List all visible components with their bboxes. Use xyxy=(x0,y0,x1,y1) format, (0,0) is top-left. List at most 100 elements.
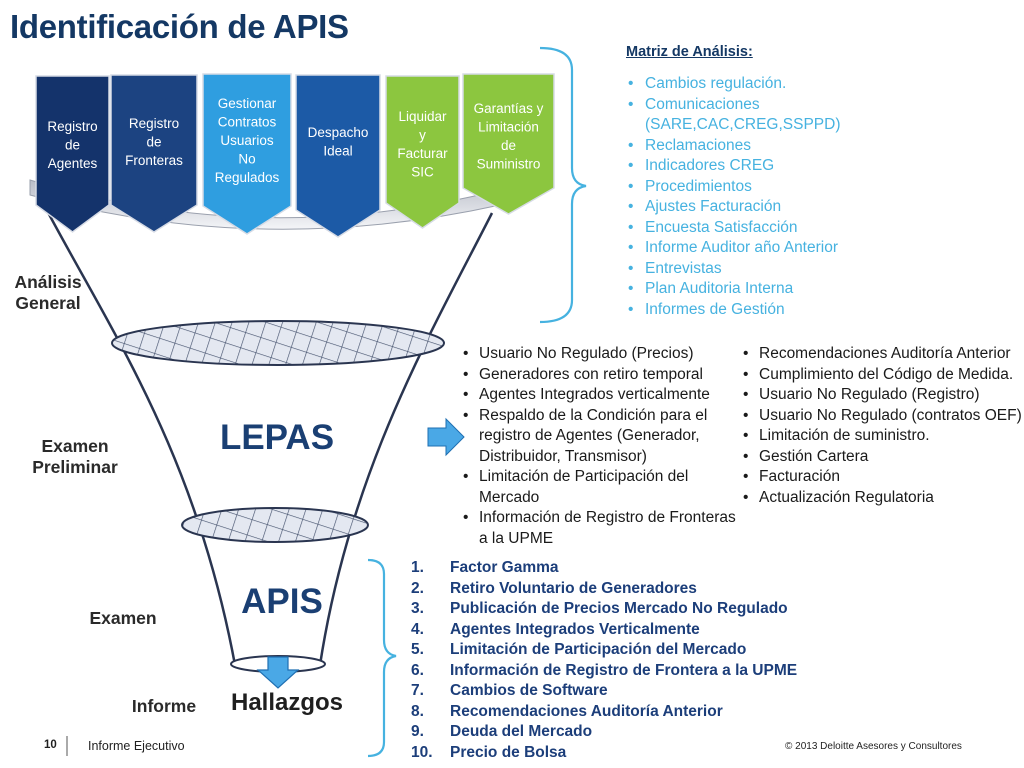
preliminary-item: Respaldo de la Condición para el registr… xyxy=(461,406,736,468)
module-label-line: Usuarios xyxy=(220,133,274,148)
preliminary-item: Limitación de Participación del Mercado xyxy=(461,467,736,508)
finding-item: 5. Limitación de Participación del Mercad… xyxy=(411,640,797,661)
finding-number: 9. xyxy=(411,723,424,740)
finding-text: Cambios de Software xyxy=(450,682,608,699)
preliminary-item: Usuario No Regulado (Registro) xyxy=(741,385,1024,406)
preliminary-item: Información de Registro de Fronteras a l… xyxy=(461,508,736,549)
module-label-line: Contratos xyxy=(218,115,277,130)
stage-informe: Informe xyxy=(131,696,197,716)
module-label-line: Limitación xyxy=(478,120,539,135)
finding-text: Factor Gamma xyxy=(450,559,559,576)
matrix-item: Indicadores CREG xyxy=(626,156,1006,177)
finding-number: 10. xyxy=(411,743,433,761)
finding-number: 6. xyxy=(411,661,424,679)
finding-text: Retiro Voluntario de Generadores xyxy=(450,579,697,597)
finding-text: Deuda del Mercado xyxy=(450,723,593,740)
finding-text: Limitación de Participación del Mercado xyxy=(450,641,747,658)
preliminary-item: Agentes Integrados verticalmente xyxy=(461,385,736,406)
findings-list: 1. Factor Gamma 2. Retiro Voluntario de Ge… xyxy=(411,558,797,763)
funnel-label-hallazgos: Hallazgos xyxy=(230,689,344,716)
funnel-right-side xyxy=(318,212,494,666)
page-number: 10 xyxy=(44,739,57,751)
preliminary-item: Limitación de suministro. xyxy=(741,426,1024,447)
preliminary-item: Actualización Regulatoria xyxy=(741,488,1024,509)
preliminary-item: Recomendaciones Auditoría Anterior xyxy=(741,344,1024,365)
finding-item: 7. Cambios de Software xyxy=(411,681,797,702)
stage-analisis-general: Análisis General xyxy=(14,272,82,313)
matrix-item: Entrevistas xyxy=(626,259,1006,280)
module-label-line: Liquidar xyxy=(398,109,447,124)
matrix-item: Informe Auditor año Anterior xyxy=(626,238,1006,259)
module-label-line: y xyxy=(419,128,426,143)
finding-item: 9. Deuda del Mercado xyxy=(411,722,797,743)
finding-item: 3.Publicación de Precios Mercado No Regu… xyxy=(411,599,797,620)
matrix-list: Cambios regulación. Comunicaciones (SARE… xyxy=(626,74,1006,320)
footer-title: Informe Ejecutivo xyxy=(88,739,185,753)
down-arrow-icon xyxy=(256,656,300,689)
matrix-item: Plan Auditoria Interna xyxy=(626,279,1006,300)
finding-item: 2. Retiro Voluntario de Generadores xyxy=(411,579,797,600)
matrix-item: Ajustes Facturación xyxy=(626,197,1006,218)
module-label-line: de xyxy=(501,138,516,153)
finding-text: Información de Registro de Frontera a la… xyxy=(450,661,798,679)
preliminary-item: Usuario No Regulado (contratos OEF) xyxy=(741,406,1024,427)
funnel-left-side xyxy=(41,202,237,666)
finding-text: Precio de Bolsa xyxy=(450,743,567,761)
finding-item: 6. Información de Registro de Frontera a … xyxy=(411,661,797,682)
module-label-line: SIC xyxy=(411,165,434,180)
preliminary-item: Facturación xyxy=(741,467,1024,488)
matrix-brace xyxy=(539,46,587,324)
module-label-line: Garantías y xyxy=(474,101,544,116)
funnel-label-apis: APIS xyxy=(241,582,323,621)
finding-text: Publicación de Precios Mercado No Regula… xyxy=(450,600,788,617)
finding-item: 8. Recomendaciones Auditoría Anterior xyxy=(411,702,797,723)
stage-examen: Examen xyxy=(89,608,157,628)
finding-text: Agentes Integrados Verticalmente xyxy=(450,620,700,638)
finding-number: 5. xyxy=(411,641,424,658)
finding-item: 1. Factor Gamma xyxy=(411,558,797,579)
preliminary-list-1: Usuario No Regulado (Precios) Generadore… xyxy=(461,344,736,549)
module-label-line: Ideal xyxy=(323,144,352,159)
analysis-matrix: Matriz de Análisis: Cambios regulación. … xyxy=(626,44,1006,320)
finding-text: Recomendaciones Auditoría Anterior xyxy=(450,702,723,720)
module-label-line: No xyxy=(238,152,255,167)
preliminary-list-2: Recomendaciones Auditoría Anterior Cumpl… xyxy=(741,344,1024,508)
matrix-item: Procedimientos xyxy=(626,177,1006,198)
page-title: Identificación de APIS xyxy=(10,8,349,45)
finding-number: 2. xyxy=(411,579,424,597)
module-label-line: Agentes xyxy=(48,156,98,171)
preliminary-item: Cumplimiento del Código de Medida. xyxy=(741,365,1024,386)
finding-number: 1. xyxy=(411,559,424,576)
filter-disc-1 xyxy=(111,320,445,366)
module-label-line: Gestionar xyxy=(218,96,277,111)
preliminary-item: Gestión Cartera xyxy=(741,447,1024,468)
matrix-item: Cambios regulación. xyxy=(626,74,1006,95)
module-label-line: de xyxy=(146,135,161,150)
module-label-line: Suministro xyxy=(477,157,541,172)
findings-brace xyxy=(367,558,397,758)
module-label-line: Despacho xyxy=(308,125,369,140)
module-label-line: Registro xyxy=(47,119,97,134)
module-label-line: Registro xyxy=(129,116,179,131)
matrix-item: Comunicaciones xyxy=(626,95,1006,116)
stage-examen-preliminar: Examen Preliminar xyxy=(32,436,118,477)
matrix-item-continuation: (SARE,CAC,CREG,SSPPD) xyxy=(645,116,841,133)
matrix-item: Informes de Gestión xyxy=(626,300,1006,321)
finding-number: 8. xyxy=(411,702,424,720)
finding-number: 7. xyxy=(411,682,424,699)
copyright-notice: © 2013 Deloitte Asesores y Consultores xyxy=(785,741,962,752)
preliminary-item: Usuario No Regulado (Precios) xyxy=(461,344,736,365)
finding-number: 4. xyxy=(411,620,424,638)
filter-disc-2 xyxy=(181,507,369,543)
